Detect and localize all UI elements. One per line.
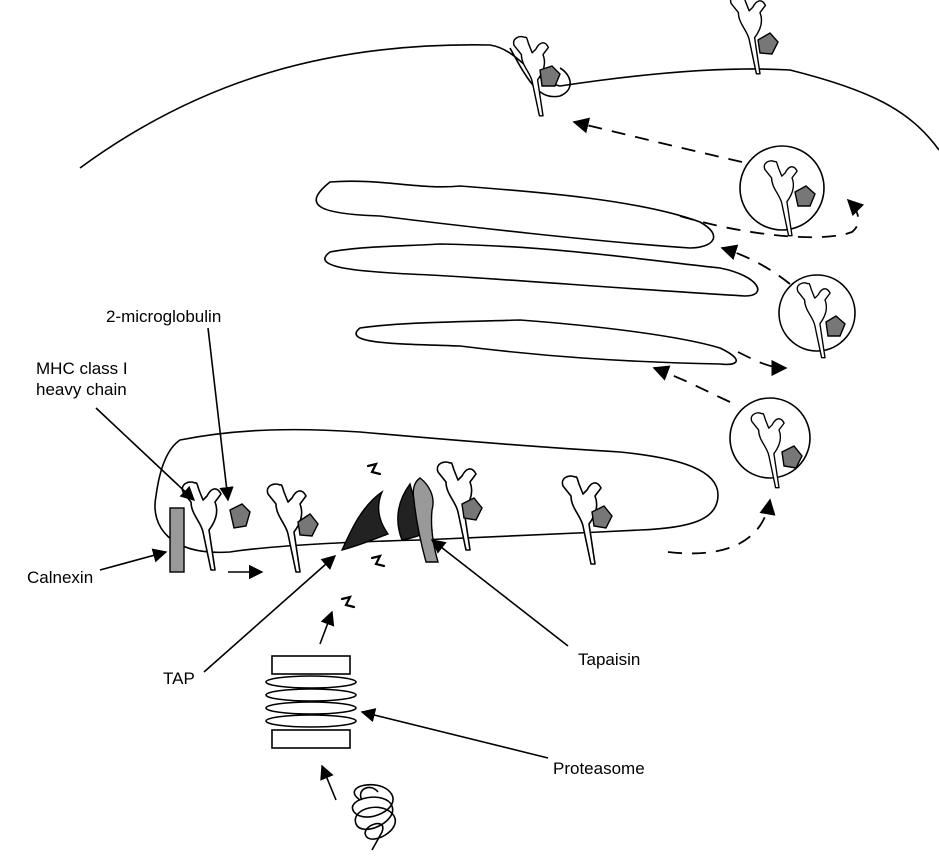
er-to-vesicle-arrow bbox=[667, 498, 776, 555]
plasma-membrane bbox=[79, 44, 939, 169]
golgi3-to-vesicle-arrow bbox=[737, 351, 788, 377]
vesicle-mhc-2 bbox=[796, 282, 846, 359]
surface-mhc-complex-2 bbox=[729, 0, 779, 75]
er-mhc-complex-3 bbox=[561, 475, 613, 565]
proteasome-pointer bbox=[360, 708, 549, 759]
peptide-2 bbox=[370, 554, 386, 568]
protein-to-proteasome-arrow bbox=[320, 764, 337, 801]
mhc-pointer bbox=[95, 407, 196, 501]
tapasin-pointer bbox=[430, 539, 569, 647]
golgi-cisterna-3 bbox=[355, 319, 737, 366]
mhc-label-line2: heavy chain bbox=[36, 380, 127, 399]
vesicle-to-golgi2-arrow bbox=[720, 244, 791, 285]
vesicle-to-membrane-arrow bbox=[572, 117, 743, 163]
peptide-3 bbox=[340, 595, 356, 609]
vesicle-3 bbox=[729, 397, 811, 479]
tap-transporter bbox=[340, 490, 390, 552]
unfolded-protein bbox=[351, 783, 397, 851]
er-b2m-free bbox=[229, 503, 251, 529]
er-mhc-complex-1 bbox=[266, 483, 319, 573]
tapasin-protein bbox=[412, 477, 439, 563]
mhc-label-line1: MHC class I bbox=[36, 359, 128, 378]
tapasin-label: Tapaisin bbox=[578, 650, 640, 669]
golgi-cisterna-2 bbox=[324, 243, 759, 297]
proteasome-to-peptide-arrow bbox=[319, 610, 335, 645]
golgi-cisterna-1 bbox=[315, 180, 715, 249]
endoplasmic-reticulum bbox=[154, 428, 719, 554]
vesicle-to-golgi3-arrow bbox=[652, 365, 731, 403]
golgi1-to-vesicle-arrow bbox=[679, 198, 865, 239]
vesicle-mhc-3 bbox=[750, 412, 803, 489]
vesicle-1 bbox=[739, 145, 825, 231]
vesicle-mhc-1 bbox=[763, 160, 816, 237]
proteasome-complex bbox=[265, 655, 357, 749]
membrane-pocket bbox=[509, 47, 571, 98]
proteasome-label: Proteasome bbox=[553, 759, 645, 778]
b2m-label: 2-microglobulin bbox=[106, 307, 221, 326]
calnexin-pointer bbox=[99, 548, 168, 571]
calnexin-protein bbox=[169, 507, 185, 573]
surface-mhc-complex-1 bbox=[512, 35, 561, 117]
calnexin-label: Calnexin bbox=[27, 568, 93, 587]
tap-pointer bbox=[203, 555, 337, 673]
er-mhc-complex-2 bbox=[436, 461, 483, 551]
peptide-1 bbox=[366, 462, 382, 476]
tap-label: TAP bbox=[163, 669, 195, 688]
vesicle-2 bbox=[778, 274, 856, 352]
b2m-pointer bbox=[207, 327, 234, 502]
